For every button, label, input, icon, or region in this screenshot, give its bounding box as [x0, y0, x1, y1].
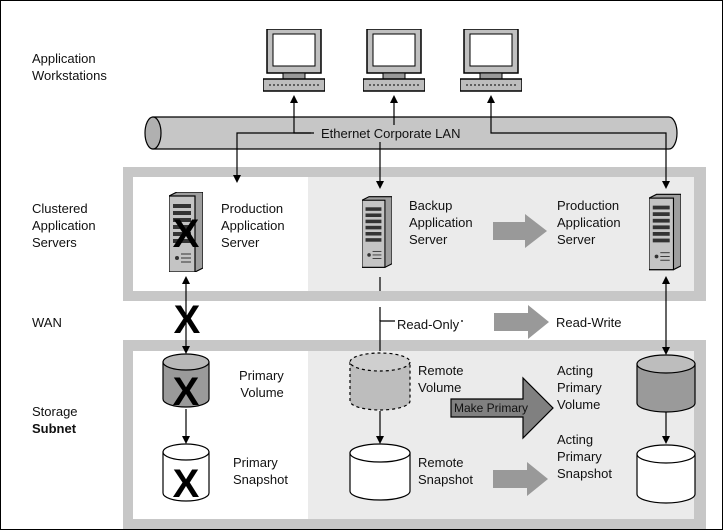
wan-label: WAN: [32, 315, 62, 330]
failure-mark-server: X: [173, 212, 200, 256]
remote-volume-icon: [349, 361, 411, 411]
remote-snapshot-label: Remote Snapshot: [418, 455, 473, 487]
backup-server-icon: [362, 196, 392, 268]
acting-primary-volume-label: Acting Primary Volume: [557, 363, 602, 412]
primary-snapshot-label: Primary Snapshot: [233, 455, 288, 487]
production-server-right-label: Production Application Server: [557, 198, 621, 247]
production-server-right-icon: [649, 193, 681, 271]
make-primary-label: Make Primary: [454, 401, 529, 415]
acting-primary-snapshot-label: Acting Primary Snapshot: [557, 432, 612, 481]
read-only-label: Read-Only: [395, 316, 462, 333]
primary-volume-label: Primary Volume: [239, 368, 284, 400]
remote-snapshot-icon: [349, 452, 411, 501]
read-write-label: Read-Write: [556, 315, 622, 330]
workstations-label: Application Workstations: [32, 51, 107, 83]
make-primary-arrow: [450, 376, 554, 440]
workstation-1-icon: [263, 29, 325, 92]
clustered-servers-label: Clustered Application Servers: [32, 201, 96, 250]
failover-server-arrow: [493, 214, 547, 248]
failure-mark-wan: X: [174, 298, 201, 342]
failure-mark-snapshot: X: [173, 462, 200, 506]
primary-volume-icon: [162, 361, 210, 408]
backup-server-label: Backup Application Server: [409, 198, 473, 247]
acting-primary-snapshot-icon: [636, 453, 696, 504]
acting-primary-volume-icon: [636, 363, 696, 413]
workstation-3-icon: [460, 29, 522, 92]
failure-mark-volume: X: [173, 370, 200, 414]
snapshot-promote-arrow: [493, 462, 548, 496]
remote-volume-label: Remote Volume: [418, 363, 464, 395]
primary-snapshot-icon: [162, 451, 210, 502]
read-write-arrow: [494, 305, 549, 339]
production-server-left-label: Production Application Server: [221, 201, 285, 250]
workstation-2-icon: [363, 29, 425, 92]
lan-label: Ethernet Corporate LAN: [319, 125, 463, 142]
